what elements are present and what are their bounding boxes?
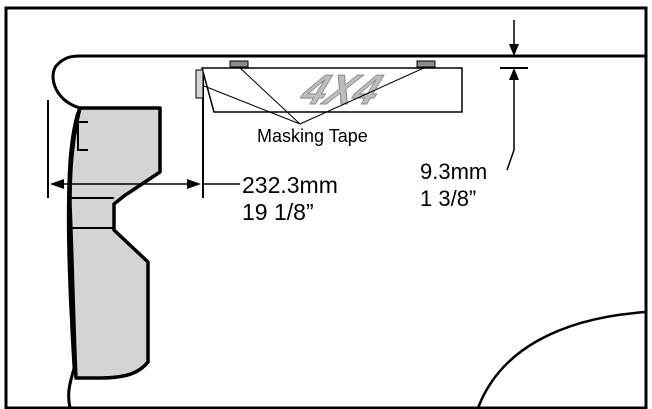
decal-end-tab (195, 69, 204, 99)
vertical-dimension-metric: 9.3mm (420, 159, 487, 184)
wheel-arch (476, 310, 647, 409)
masking-tape-strip (416, 60, 436, 68)
vertical-dimension-imperial: 1 3/8” (420, 186, 476, 211)
horizontal-dimension-imperial: 19 1/8” (242, 199, 314, 225)
taillight-part (68, 106, 162, 380)
masking-tape-label: Masking Tape (257, 126, 368, 146)
decal-shape (201, 67, 463, 113)
arrowhead-left (50, 179, 64, 189)
masking-tape-strip (229, 60, 249, 68)
arrowhead-down (509, 44, 519, 56)
arrowhead-up (509, 68, 519, 80)
leader-line (506, 149, 515, 171)
arrowhead-right (187, 179, 201, 189)
masking-tape-leaders (203, 66, 427, 125)
horizontal-dimension-metric: 232.3mm (242, 172, 338, 198)
diagram-border (4, 6, 648, 409)
part-notch (77, 121, 88, 151)
